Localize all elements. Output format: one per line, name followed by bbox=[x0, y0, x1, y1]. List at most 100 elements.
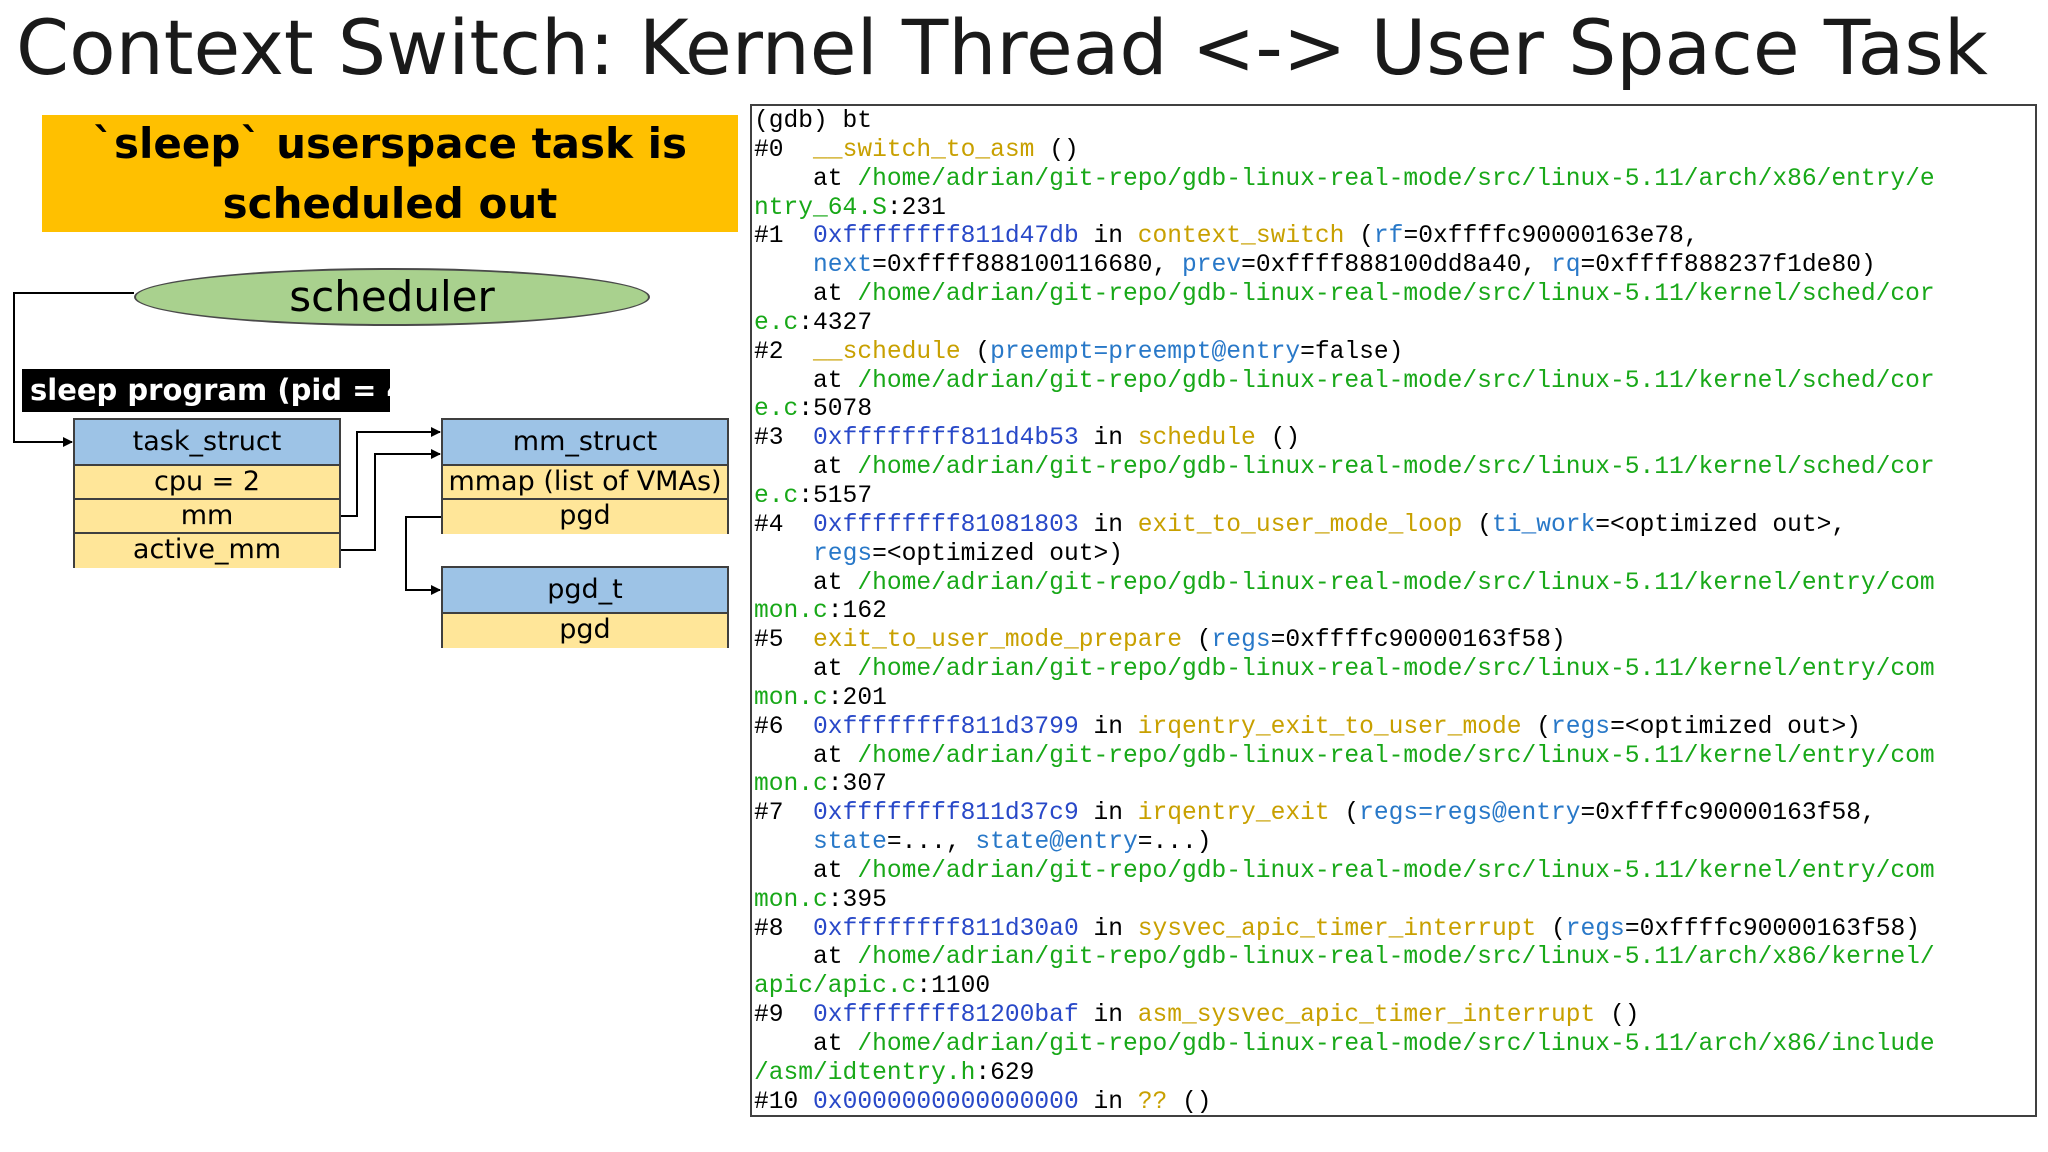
gdb-token: /home/adrian/git-repo/gdb-linux-real-mod… bbox=[857, 857, 1935, 885]
gdb-line: state=..., state@entry=...) bbox=[754, 829, 1212, 856]
gdb-token: #3 bbox=[754, 425, 814, 453]
gdb-token: regs=regs@entry bbox=[1359, 800, 1581, 828]
gdb-token: asm_sysvec_apic_timer_interrupt bbox=[1137, 1002, 1596, 1030]
gdb-token: #4 bbox=[754, 511, 814, 539]
gdb-token: :629 bbox=[975, 1059, 1035, 1087]
gdb-token: () bbox=[1595, 1002, 1640, 1030]
gdb-token: #1 bbox=[754, 223, 814, 251]
gdb-token: () bbox=[1034, 136, 1079, 164]
gdb-line: at /home/adrian/git-repo/gdb-linux-real-… bbox=[754, 656, 1935, 683]
gdb-token: __switch_to_asm bbox=[813, 136, 1035, 164]
gdb-token: (gdb) bt bbox=[754, 108, 873, 135]
gdb-token: e.c bbox=[754, 396, 799, 424]
gdb-token: 0xffffffff811d4b53 bbox=[813, 425, 1079, 453]
gdb-line: at /home/adrian/git-repo/gdb-linux-real-… bbox=[754, 281, 1935, 308]
gdb-backtrace-text: (gdb) bt #0 __switch_to_asm () at /home/… bbox=[754, 108, 2035, 1116]
gdb-token: #2 bbox=[754, 338, 814, 366]
callout-line-2: scheduled out bbox=[222, 178, 558, 228]
gdb-line: #3 0xffffffff811d4b53 in schedule () bbox=[754, 425, 1300, 452]
gdb-token: in bbox=[1078, 915, 1138, 943]
gdb-token: exit_to_user_mode_prepare bbox=[813, 627, 1183, 655]
gdb-token: at bbox=[754, 742, 858, 770]
gdb-token: =<optimized out>) bbox=[1610, 713, 1861, 741]
gdb-line: (gdb) bt bbox=[754, 108, 872, 135]
gdb-token: 0xffffffff811d37c9 bbox=[813, 800, 1079, 828]
gdb-line: e.c:5078 bbox=[754, 396, 872, 423]
gdb-line: #1 0xffffffff811d47db in context_switch … bbox=[754, 223, 1699, 250]
gdb-token: sysvec_apic_timer_interrupt bbox=[1137, 915, 1537, 943]
gdb-token: () bbox=[1167, 1088, 1212, 1116]
gdb-token: rq bbox=[1551, 252, 1581, 280]
gdb-token: schedule bbox=[1137, 425, 1256, 453]
gdb-token: ( bbox=[1462, 511, 1492, 539]
gdb-token: mon.c bbox=[754, 886, 828, 914]
gdb-token: ntry_64.S bbox=[754, 194, 887, 222]
gdb-token: #5 bbox=[754, 627, 814, 655]
gdb-token: prev bbox=[1182, 252, 1242, 280]
mm-struct-box: mm_struct mmap (list of VMAs) pgd bbox=[441, 418, 729, 534]
gdb-token: /home/adrian/git-repo/gdb-linux-real-mod… bbox=[857, 569, 1935, 597]
gdb-token: apic/apic.c bbox=[754, 973, 917, 1001]
gdb-token: :307 bbox=[827, 771, 887, 799]
gdb-line: #5 exit_to_user_mode_prepare (regs=0xfff… bbox=[754, 627, 1566, 654]
gdb-line: e.c:4327 bbox=[754, 310, 872, 337]
scheduler-node: scheduler bbox=[134, 268, 650, 326]
gdb-token: 0xffffffff81200baf bbox=[813, 1002, 1079, 1030]
gdb-token: =false) bbox=[1300, 338, 1404, 366]
gdb-token: :4327 bbox=[798, 309, 873, 337]
gdb-line: at /home/adrian/git-repo/gdb-linux-real-… bbox=[754, 944, 1935, 971]
active-mm-to-mm-struct-arrow bbox=[341, 449, 441, 551]
gdb-token: =<optimized out>, bbox=[1595, 511, 1847, 539]
gdb-token: () bbox=[1255, 425, 1301, 453]
gdb-token: irqentry_exit_to_user_mode bbox=[1137, 713, 1522, 741]
gdb-token: 0xffffffff811d30a0 bbox=[813, 915, 1079, 943]
gdb-token: /home/adrian/git-repo/gdb-linux-real-mod… bbox=[857, 165, 1935, 193]
gdb-token: ( bbox=[1182, 627, 1212, 655]
gdb-token: =0xffffc90000163f58) bbox=[1270, 627, 1566, 655]
gdb-token: context_switch bbox=[1137, 223, 1345, 251]
gdb-token: =0xffff888100116680, bbox=[872, 252, 1183, 280]
gdb-token: state bbox=[813, 829, 887, 857]
gdb-token: :201 bbox=[827, 684, 887, 712]
gdb-line: apic/apic.c:1100 bbox=[754, 973, 990, 1000]
gdb-line: mon.c:162 bbox=[754, 598, 887, 625]
gdb-token: #7 bbox=[754, 800, 814, 828]
gdb-token: :5078 bbox=[798, 396, 873, 424]
gdb-token: =0xffff888100dd8a40, bbox=[1241, 252, 1552, 280]
gdb-token: next bbox=[813, 252, 873, 280]
gdb-token: in bbox=[1078, 1088, 1138, 1116]
gdb-token: in bbox=[1078, 223, 1138, 251]
gdb-line: #10 0x0000000000000000 in ?? () bbox=[754, 1088, 1212, 1116]
gdb-token: regs bbox=[813, 540, 873, 568]
mm-struct-field-pgd: pgd bbox=[443, 500, 727, 534]
gdb-token: #10 bbox=[754, 1088, 814, 1116]
gdb-token: at bbox=[754, 454, 858, 482]
gdb-token: ( bbox=[1521, 713, 1552, 741]
gdb-token: state@entry bbox=[975, 829, 1138, 857]
gdb-line: #8 0xffffffff811d30a0 in sysvec_apic_tim… bbox=[754, 916, 1920, 943]
gdb-token: /home/adrian/git-repo/gdb-linux-real-mod… bbox=[857, 454, 1935, 482]
pgd-to-pgd-t-arrow bbox=[405, 516, 441, 595]
gdb-token: ( bbox=[960, 338, 991, 366]
gdb-token bbox=[754, 541, 813, 568]
gdb-token: :5157 bbox=[798, 482, 873, 510]
gdb-token: mon.c bbox=[754, 598, 828, 626]
task-struct-field-mm: mm bbox=[75, 500, 339, 534]
gdb-line: regs=<optimized out>) bbox=[754, 541, 1123, 568]
gdb-token: /home/adrian/git-repo/gdb-linux-real-mod… bbox=[857, 944, 1935, 972]
gdb-token: =0xffffc90000163e78, bbox=[1403, 223, 1699, 251]
gdb-token: at bbox=[754, 165, 858, 193]
gdb-backtrace-panel: (gdb) bt #0 __switch_to_asm () at /home/… bbox=[750, 104, 2037, 1117]
gdb-token: __schedule bbox=[813, 338, 961, 366]
gdb-token: /home/adrian/git-repo/gdb-linux-real-mod… bbox=[857, 656, 1935, 684]
gdb-token: regs bbox=[1211, 627, 1271, 655]
slide-title: Context Switch: Kernel Thread <-> User S… bbox=[16, 3, 1988, 92]
gdb-token: at bbox=[754, 281, 858, 309]
gdb-token: e.c bbox=[754, 482, 799, 510]
gdb-token: :162 bbox=[827, 598, 887, 626]
task-struct-header: task_struct bbox=[75, 420, 339, 466]
task-struct-box: task_struct cpu = 2 mm active_mm bbox=[73, 418, 341, 568]
gdb-line: mon.c:395 bbox=[754, 887, 887, 914]
gdb-line: next=0xffff888100116680, prev=0xffff8881… bbox=[754, 252, 1876, 279]
pgd-t-field-pgd: pgd bbox=[443, 614, 727, 648]
